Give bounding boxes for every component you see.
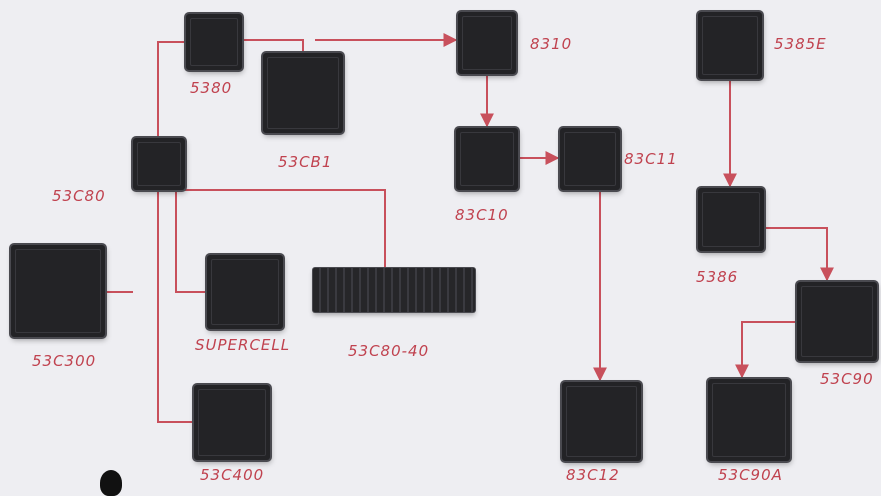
chip-53c90a [708,379,790,461]
label-supercell: SUPERCELL [195,336,291,354]
connection-53c80-to-53c400 [157,190,194,423]
connection-53c80-to-53c80-40 [185,189,386,268]
label-53c300: 53C300 [32,352,97,370]
label-8310: 8310 [530,35,573,53]
chip-53c80 [133,138,185,190]
chip-8310 [458,12,516,74]
chip-83c12 [562,382,641,461]
connection-5380-to-53cb1 [242,39,304,53]
label-83c12: 83C12 [566,466,620,484]
label-5386: 5386 [696,268,739,286]
chip-5385e [698,12,762,79]
label-5380: 5380 [190,79,233,97]
connection-53c90-to-53c90a [735,321,797,379]
label-5385e: 5385E [774,35,827,53]
chip-53c90 [797,282,877,361]
label-53c80-40: 53C80-40 [348,342,430,360]
connection-53c80-to-5380 [157,41,186,138]
chip-53c300 [11,245,105,337]
label-83c11: 83C11 [624,150,678,168]
chip-53c400 [194,385,270,460]
connection-53c80-to-supercell [175,190,207,293]
dark-blob [100,470,122,496]
chip-5386 [698,188,764,251]
label-53cb1: 53CB1 [278,153,333,171]
chip-83c11 [560,128,620,190]
label-53c90: 53C90 [820,370,874,388]
label-83c10: 83C10 [455,206,509,224]
label-53c80: 53C80 [52,187,106,205]
chip-53c80-40 [313,268,475,312]
connection-5386-to-53c90 [764,227,834,282]
chip-5380 [186,14,242,70]
chip-53cb1 [263,53,343,133]
chip-supercell [207,255,283,329]
wire-group [105,33,834,423]
label-53c90a: 53C90A [718,466,783,484]
chip-83c10 [456,128,518,190]
label-53c400: 53C400 [200,466,265,484]
